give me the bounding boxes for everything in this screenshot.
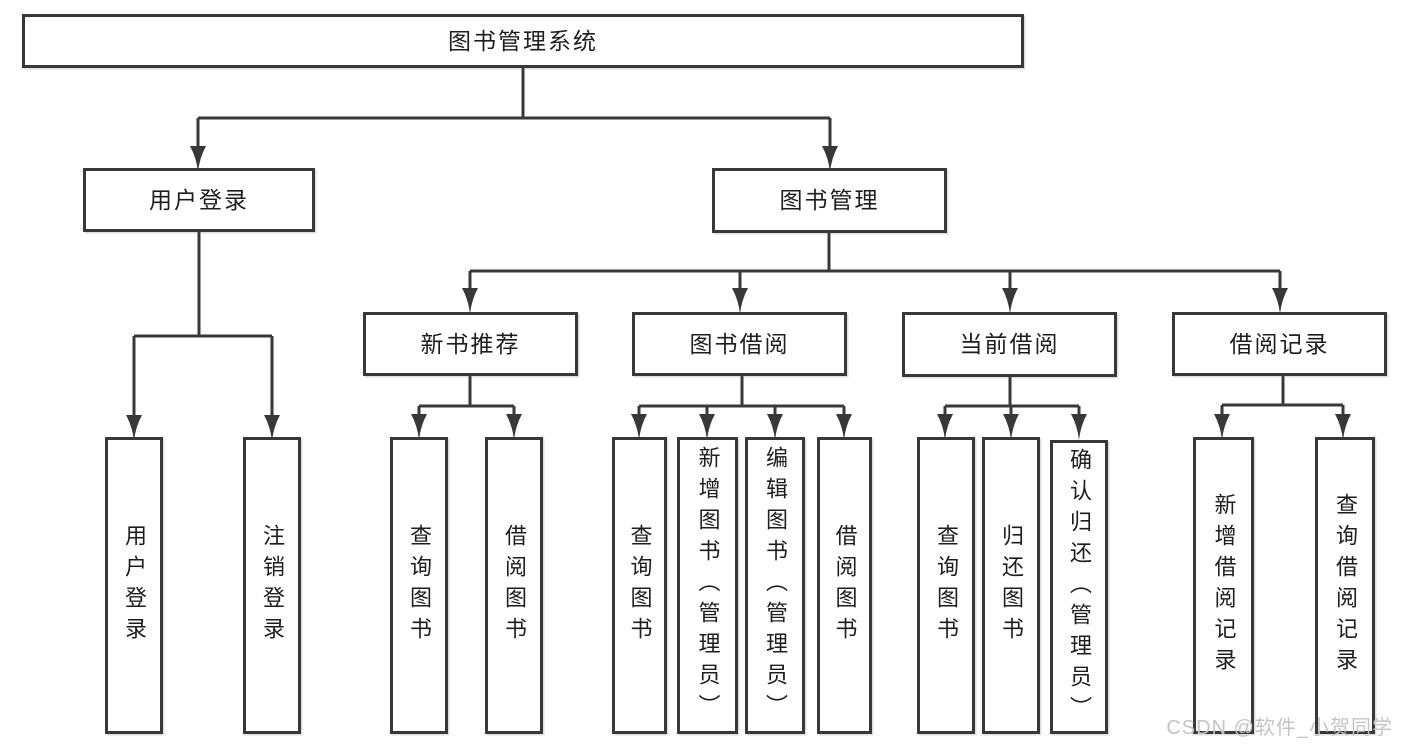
- leaf-borrow-books-recommend: 借阅图书: [485, 437, 543, 734]
- leaf-edit-books-admin: 编辑图书（管理员）: [745, 437, 805, 734]
- edge-records-to-leaves: [1220, 376, 1345, 417]
- leaf-query-borrowing-record: 查询借阅记录: [1315, 437, 1375, 734]
- edge-newbook-to-leaves: [417, 376, 516, 417]
- node-book-management: 图书管理: [712, 168, 947, 233]
- leaf-return-books: 归还图书: [982, 437, 1040, 734]
- leaf-logout: 注销登录: [243, 437, 301, 734]
- arrowheads: [126, 146, 1351, 441]
- node-root: 图书管理系统: [22, 14, 1024, 68]
- leaf-confirm-return-admin: 确认归还（管理员）: [1050, 440, 1108, 734]
- node-book-borrowing: 图书借阅: [632, 312, 847, 376]
- node-borrowing-records: 借阅记录: [1172, 312, 1387, 376]
- edge-bookmgmt-to-level3: [468, 233, 1282, 294]
- leaf-query-books-recommend: 查询图书: [390, 437, 448, 734]
- node-current-borrowing: 当前借阅: [902, 312, 1117, 377]
- leaf-query-books-borrowing: 查询图书: [612, 437, 667, 734]
- edge-borrowing-to-leaves: [637, 376, 846, 417]
- edge-root-to-level2: [196, 68, 832, 150]
- node-user-login: 用户登录: [83, 168, 315, 232]
- leaf-query-books-current: 查询图书: [917, 437, 975, 734]
- leaf-user-login: 用户登录: [105, 437, 163, 734]
- edge-current-to-leaves: [943, 377, 1081, 417]
- leaf-add-books-admin: 新增图书（管理员）: [677, 437, 738, 734]
- edge-userlogin-to-leaves: [132, 232, 274, 419]
- leaf-add-borrowing-record: 新增借阅记录: [1193, 437, 1254, 734]
- leaf-borrow-books-borrowing: 借阅图书: [817, 437, 872, 734]
- node-new-book-recommendation: 新书推荐: [363, 312, 578, 376]
